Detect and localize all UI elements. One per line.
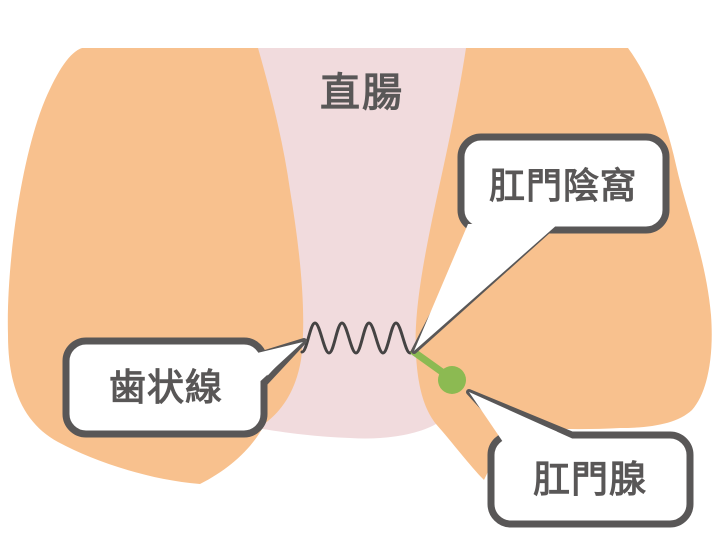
anal-gland-label: 肛門腺 bbox=[533, 458, 647, 501]
bubble-anal-gland bbox=[487, 431, 694, 528]
bubble-dentate-line-tail-fill bbox=[253, 342, 303, 388]
dentate-line-wave bbox=[300, 321, 416, 355]
anal-gland-stem bbox=[410, 348, 446, 376]
bubble-dentate-line bbox=[62, 337, 268, 438]
bubble-anal-crypt-tail-fill bbox=[414, 224, 558, 351]
dentate-line-label: 歯状線 bbox=[109, 366, 223, 409]
bubble-anal-crypt bbox=[457, 133, 670, 234]
anal-crypt-label: 肛門陰窩 bbox=[489, 165, 637, 207]
rectum-canal-shape bbox=[258, 48, 466, 439]
rectum-label: 直腸 bbox=[320, 70, 404, 116]
bubble-anal-gland-tail-fill bbox=[469, 392, 580, 442]
anal-gland-dot bbox=[438, 366, 466, 394]
